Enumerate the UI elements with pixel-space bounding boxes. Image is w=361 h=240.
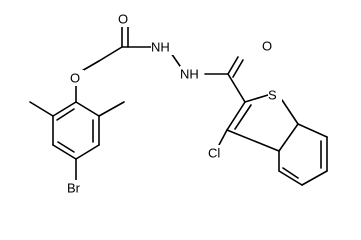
- thiophene-sulfur: S: [268, 87, 282, 103]
- svg-text:O: O: [262, 39, 272, 54]
- bond: [56, 108, 75, 121]
- bond: [226, 101, 246, 131]
- bond: [226, 129, 280, 152]
- bond: [278, 170, 303, 186]
- bond: [75, 101, 100, 117]
- bond-layer: [29, 26, 328, 186]
- carbonyl-bond: [227, 56, 239, 75]
- carbonyl-oxygen-2: O: [262, 38, 276, 54]
- ether-oxygen: O: [70, 70, 84, 86]
- svg-text:S: S: [268, 88, 277, 103]
- bond: [57, 141, 75, 153]
- carbonyl-bond: [232, 59, 244, 78]
- bond: [244, 94, 269, 103]
- bond: [75, 144, 100, 160]
- hydrazide-nh-2: NH: [180, 66, 204, 82]
- bond: [52, 144, 77, 160]
- methyl-bond: [29, 101, 54, 117]
- bond: [297, 123, 328, 138]
- svg-text:O: O: [70, 71, 80, 86]
- bond: [301, 170, 328, 186]
- hydrazide-nh-1: NH: [151, 39, 175, 55]
- svg-text:Br: Br: [67, 181, 81, 196]
- bond: [234, 104, 252, 130]
- bond: [52, 101, 77, 117]
- svg-text:O: O: [118, 12, 128, 27]
- bond: [98, 46, 123, 62]
- bromine-atom: Br: [67, 180, 89, 196]
- bond: [227, 73, 246, 103]
- atom-label-layer: O O NH NH O S Cl Br: [67, 11, 282, 196]
- svg-text:NH: NH: [151, 40, 170, 55]
- bond: [170, 52, 181, 67]
- bond: [282, 167, 299, 179]
- carbonyl-oxygen-1: O: [118, 11, 132, 27]
- svg-text:Cl: Cl: [208, 146, 220, 161]
- bond: [218, 129, 228, 146]
- bond: [278, 123, 299, 152]
- chlorine-atom: Cl: [208, 145, 226, 161]
- bond: [281, 99, 299, 125]
- methyl-bond: [98, 101, 125, 117]
- svg-text:NH: NH: [180, 67, 199, 82]
